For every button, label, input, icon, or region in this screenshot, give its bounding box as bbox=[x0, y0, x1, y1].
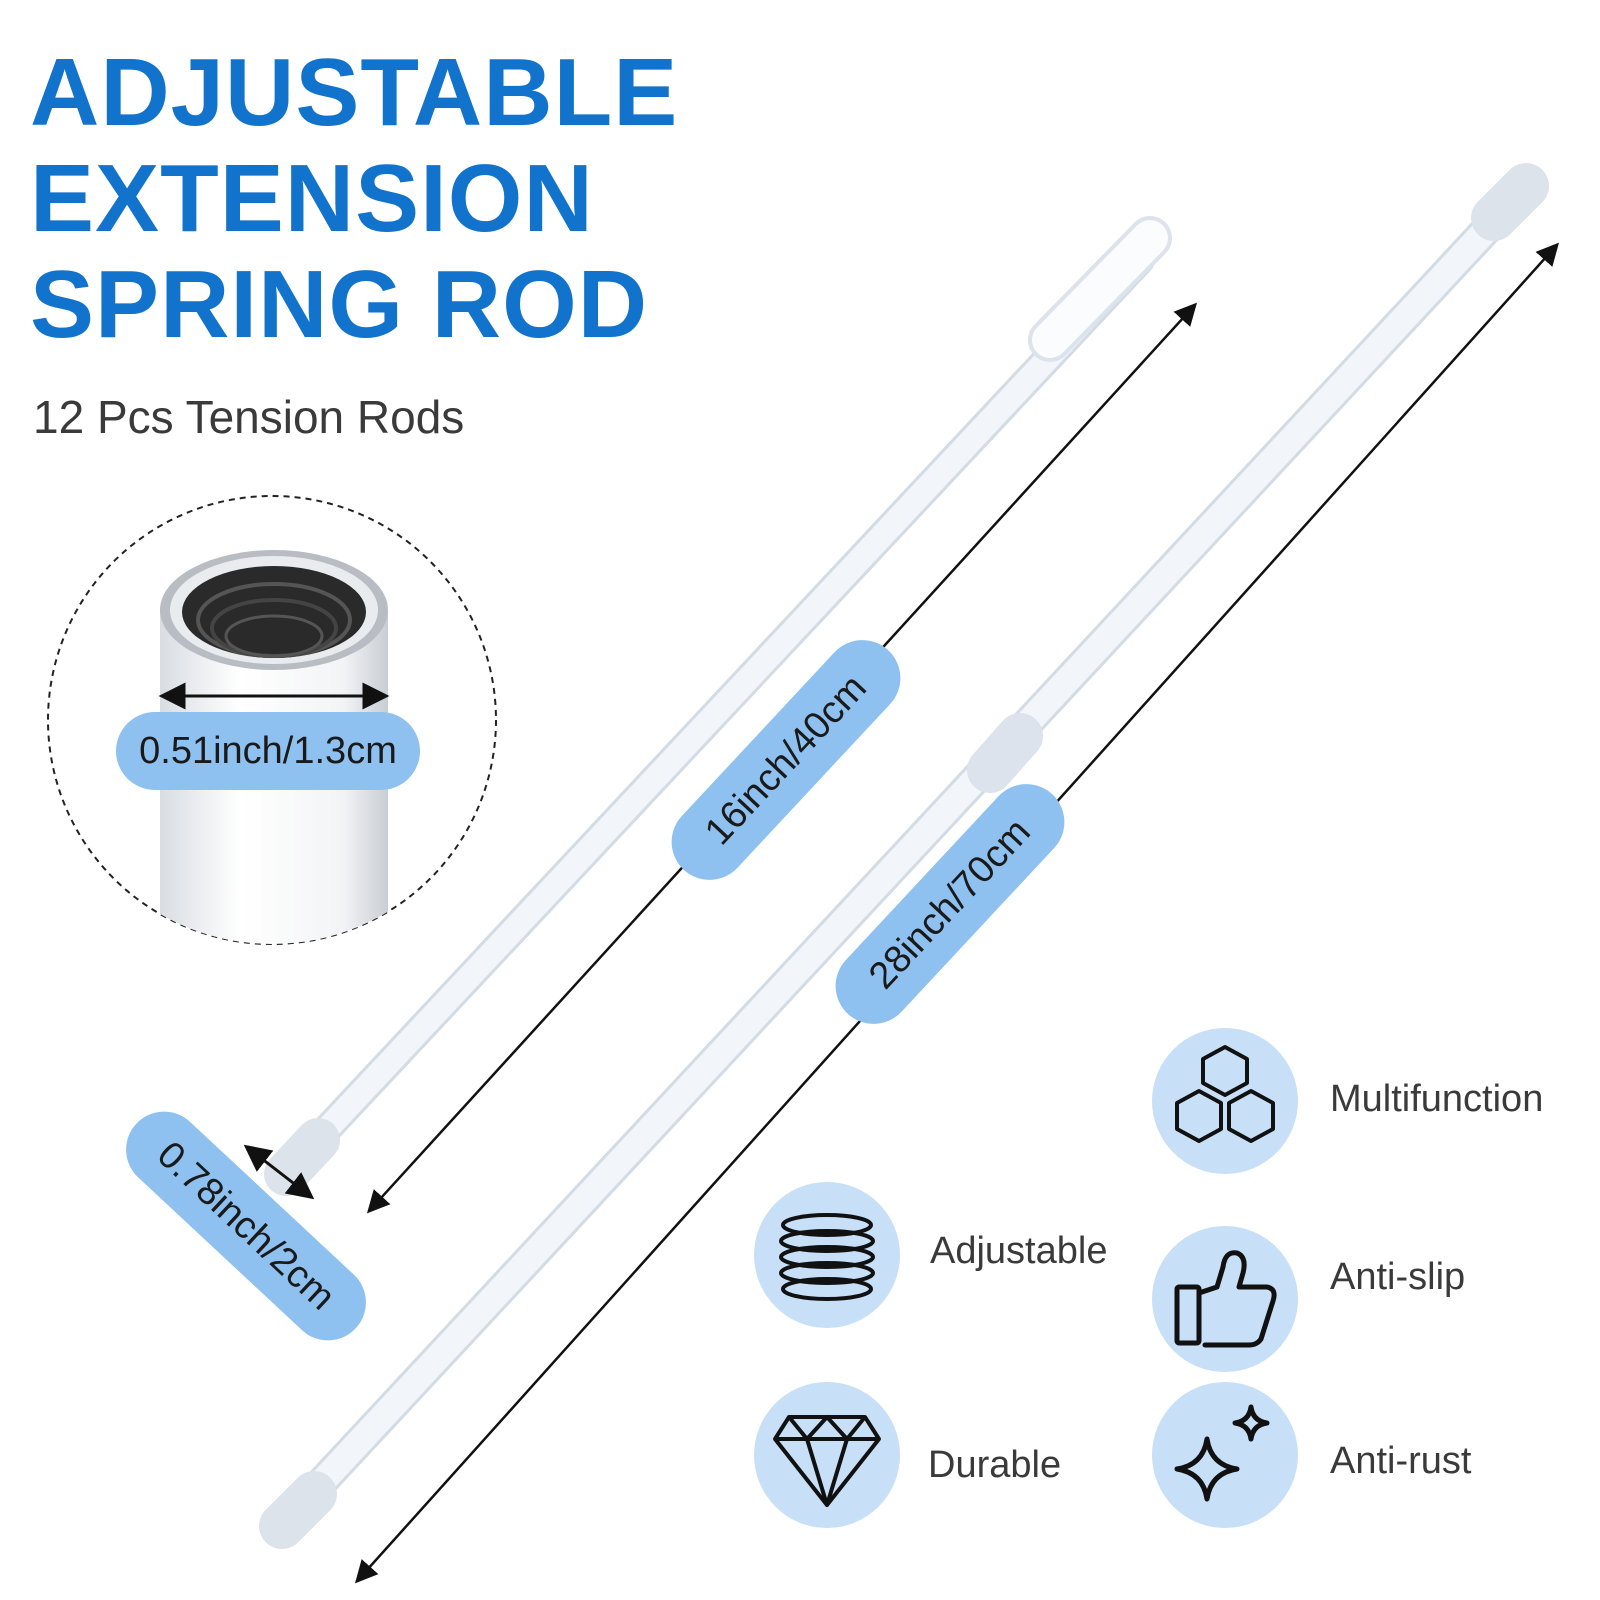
feature-anti-rust-label: Anti-rust bbox=[1330, 1440, 1472, 1482]
title-line-2: EXTENSION bbox=[30, 145, 594, 252]
feature-multifunction-label: Multifunction bbox=[1330, 1078, 1544, 1120]
feature-anti-slip-label: Anti-slip bbox=[1330, 1256, 1466, 1298]
feature-durable-icon-circle bbox=[754, 1382, 900, 1528]
subtitle: 12 Pcs Tension Rods bbox=[33, 391, 465, 443]
thumbs-up-icon bbox=[1174, 1250, 1277, 1348]
hexagons-icon bbox=[1175, 1045, 1275, 1143]
feature-adjustable-icon-circle bbox=[754, 1182, 900, 1328]
title-line-1: ADJUSTABLE bbox=[30, 39, 679, 146]
feature-adjustable-label: Adjustable bbox=[930, 1230, 1108, 1272]
spring-coil-icon bbox=[779, 1213, 875, 1301]
feature-multifunction-icon-circle bbox=[1152, 1028, 1298, 1174]
feature-durable-label: Durable bbox=[928, 1444, 1062, 1486]
long-tension-rod bbox=[259, 163, 1549, 1549]
sparkle-icon bbox=[1174, 1404, 1270, 1502]
end-diameter-arrow bbox=[243, 1144, 315, 1200]
feature-anti-slip-icon-circle bbox=[1152, 1226, 1298, 1372]
diamond-icon bbox=[773, 1415, 881, 1507]
title-line-3: SPRING ROD bbox=[30, 251, 649, 358]
page-title: ADJUSTABLE EXTENSION SPRING ROD bbox=[30, 40, 678, 358]
inner-diameter-label: 0.51inch/1.3cm bbox=[116, 712, 420, 790]
feature-anti-rust-icon-circle bbox=[1152, 1382, 1298, 1528]
